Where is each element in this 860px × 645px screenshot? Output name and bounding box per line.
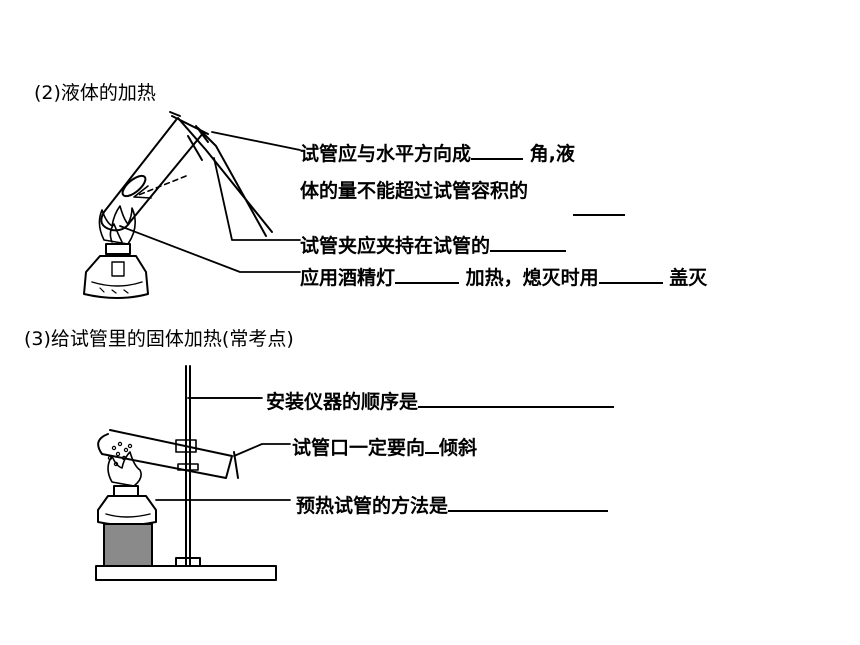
tube-mouth-line: 试管口一定要向倾斜 <box>292 434 477 459</box>
preheat-blank[interactable] <box>448 492 609 512</box>
preheat-method-text: 预热试管的方法是 <box>296 495 449 517</box>
assembly-order-line: 安装仪器的顺序是 <box>266 388 615 413</box>
direction-blank[interactable] <box>425 434 440 454</box>
assembly-blank[interactable] <box>418 388 615 408</box>
holder-position-line: 试管夹应夹持在试管的 <box>300 232 567 257</box>
tube-angle-suffix: 角,液 <box>529 143 575 165</box>
leader-lines-2 <box>119 131 301 273</box>
support-block <box>103 523 153 567</box>
holder-position-text: 试管夹应夹持在试管的 <box>300 235 491 257</box>
volume-blank[interactable] <box>573 196 625 216</box>
liquid-volume-line: 体的量不能超过试管容积的 <box>300 180 529 202</box>
test-tube-liquid <box>100 111 209 232</box>
alcohol-lamp-3 <box>97 485 157 526</box>
test-tube-holder <box>177 117 273 237</box>
section-3-heading: (3)给试管里的固体加热(常考点) <box>24 328 294 350</box>
lamp-usage-text: 应用酒精灯 <box>300 267 396 289</box>
lamp-usage-line: 应用酒精灯 加热，熄灭时用 盖灭 <box>300 264 707 289</box>
alcohol-lamp-2 <box>83 243 149 299</box>
assembly-order-text: 安装仪器的顺序是 <box>266 391 419 413</box>
iron-stand <box>95 365 277 581</box>
lamp-extinguish-text: 加热，熄灭时用 <box>465 267 599 289</box>
tube-angle-line: 试管应与水平方向成 角,液 <box>300 140 575 165</box>
flame-3 <box>107 451 142 487</box>
lamp-cover-text: 盖灭 <box>669 267 708 289</box>
preheat-method-line: 预热试管的方法是 <box>296 492 609 517</box>
extinguish-blank[interactable] <box>598 264 663 284</box>
flame-part-blank[interactable] <box>395 264 460 284</box>
tube-angle-text: 试管应与水平方向成 <box>300 143 472 165</box>
flame-2 <box>98 205 136 245</box>
tube-mouth-text: 试管口一定要向 <box>292 437 426 459</box>
dashed-arrow <box>133 175 187 199</box>
section-2-heading: (2)液体的加热 <box>34 82 156 104</box>
tube-mouth-suffix: 倾斜 <box>439 437 478 459</box>
angle-blank[interactable] <box>471 140 524 160</box>
leader-lines-3 <box>155 397 291 501</box>
holder-blank[interactable] <box>490 232 567 252</box>
